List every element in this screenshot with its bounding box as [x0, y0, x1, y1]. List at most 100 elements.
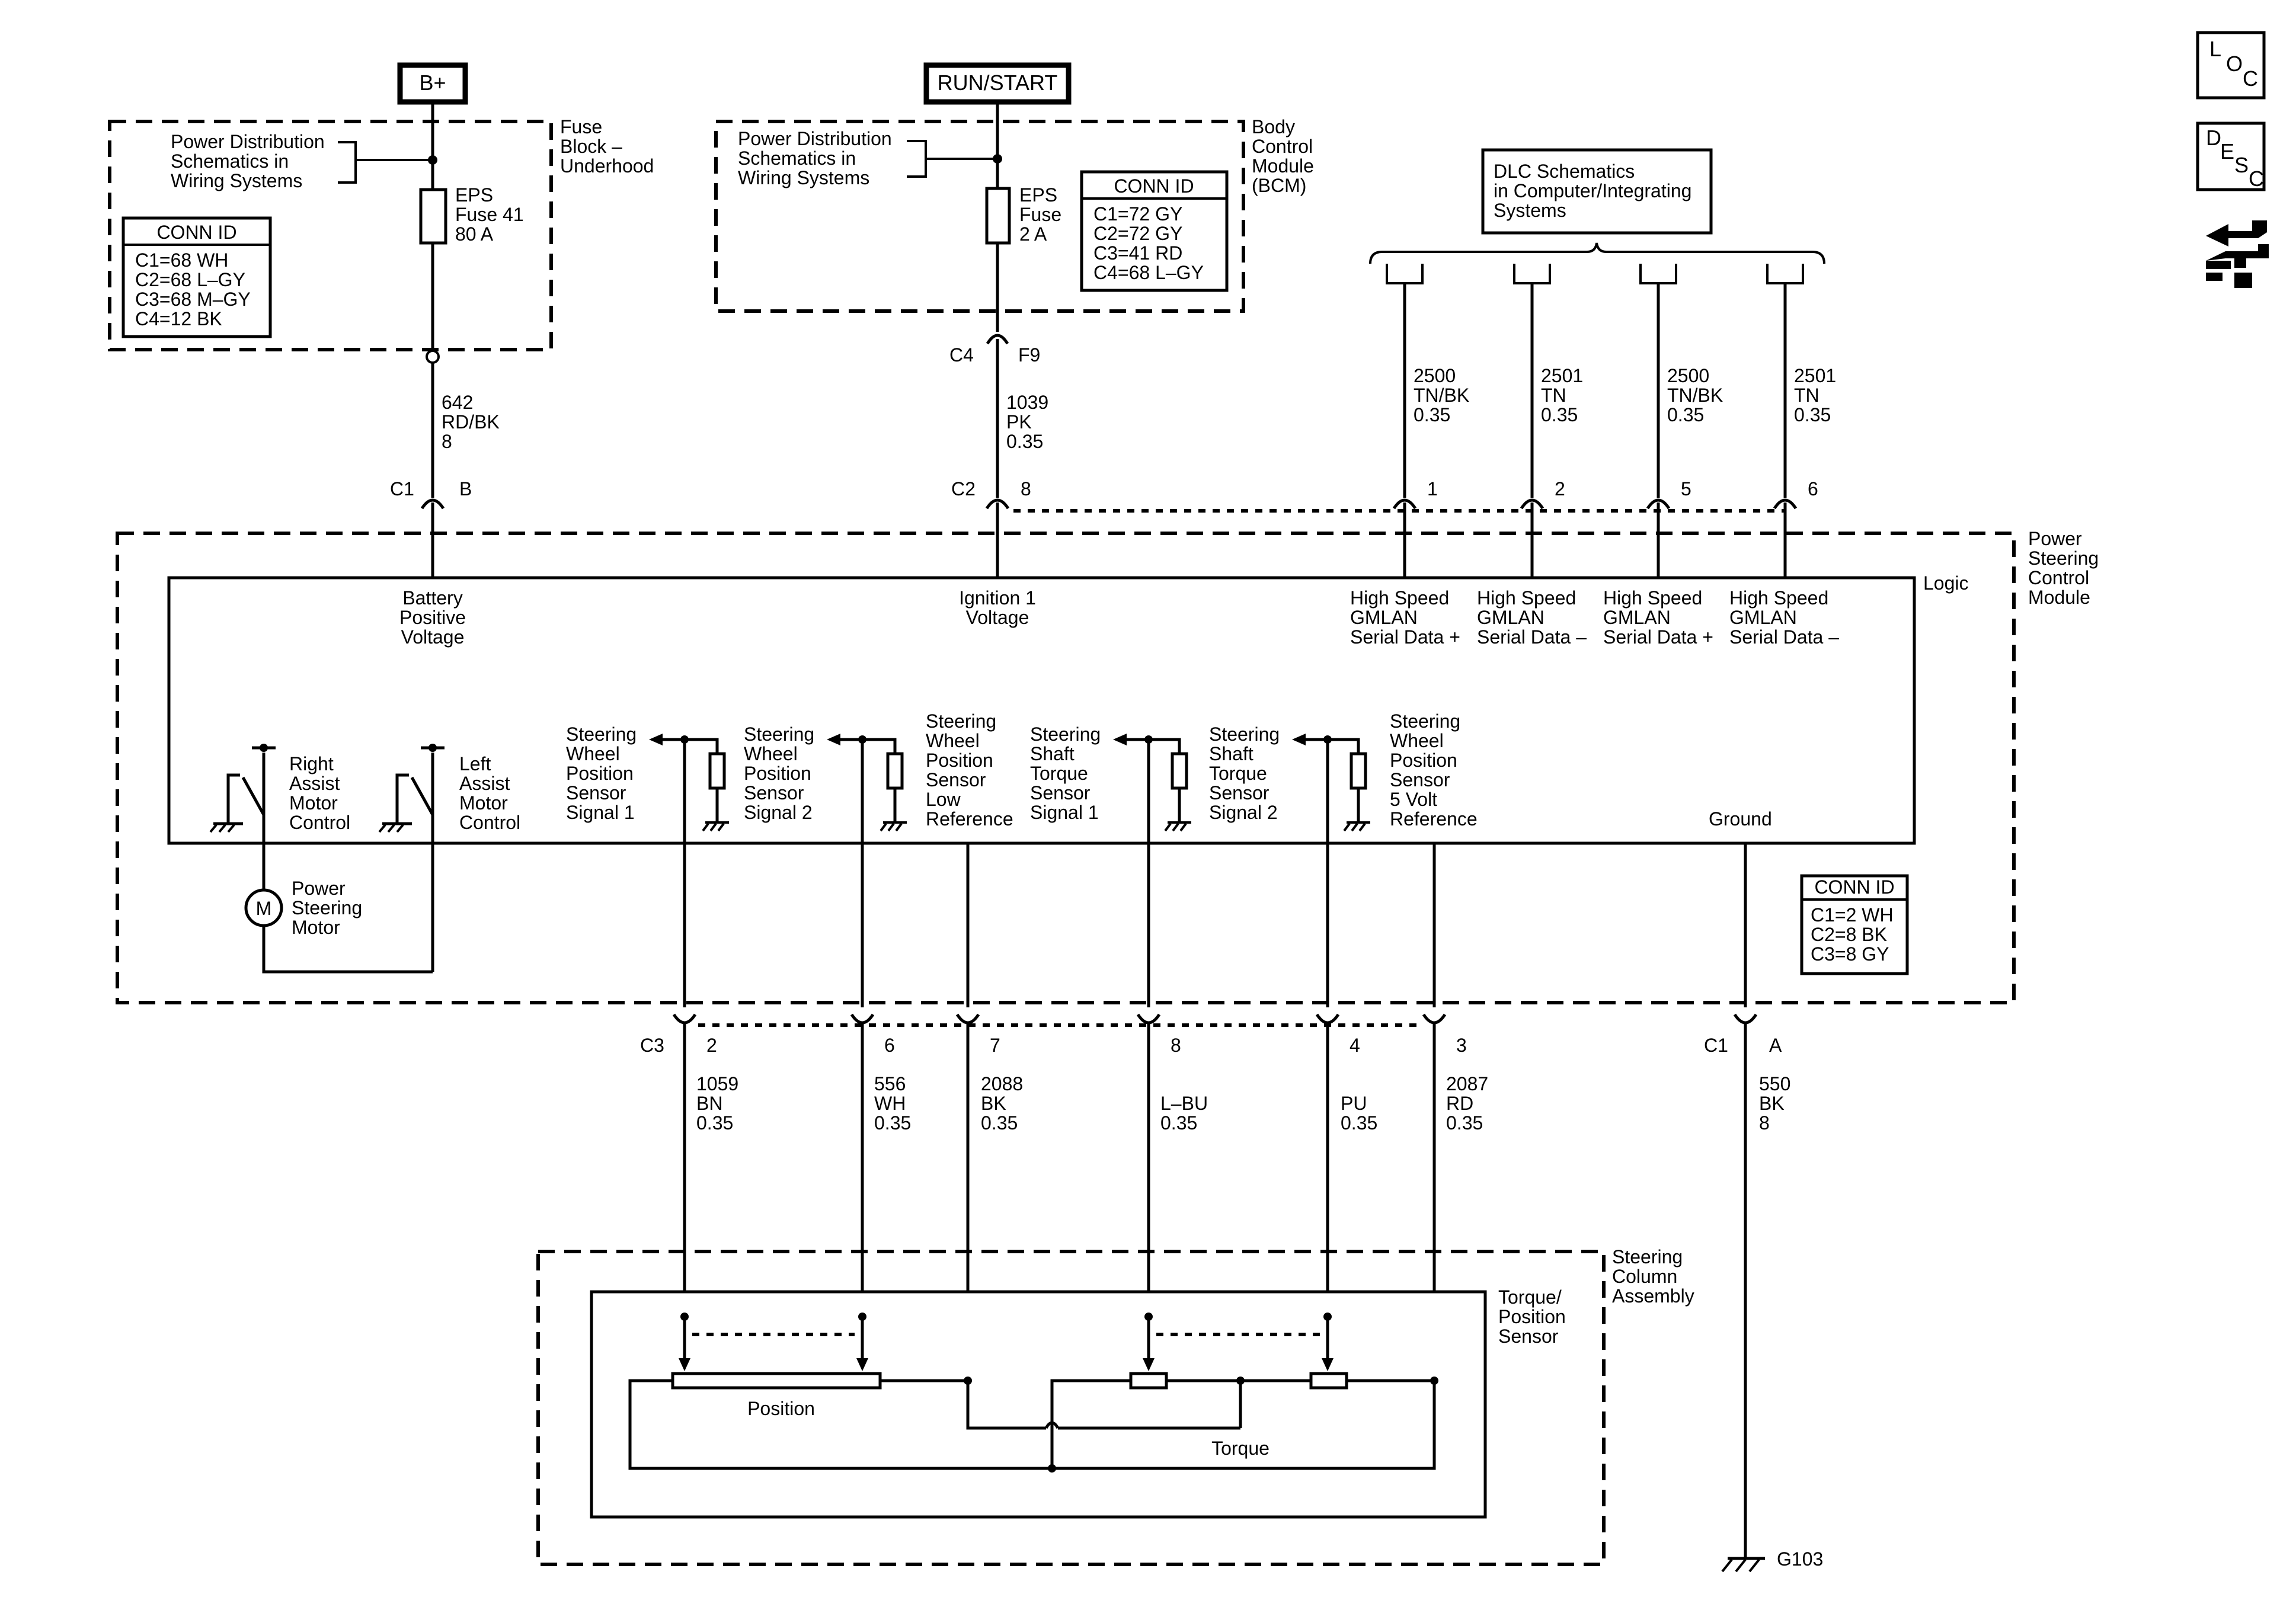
motor-label-1: Power [292, 878, 346, 899]
sensor5-l4: Sensor [1209, 782, 1269, 804]
sensor5-l2: Shaft [1209, 743, 1253, 764]
input-ignition-1: Ignition 1 [959, 587, 1036, 609]
wire-dlc5-pin: 5 [1681, 478, 1691, 500]
w550-circuit: 550 [1759, 1073, 1790, 1094]
fuse-block-conn-3: C3=68 M–GY [135, 289, 251, 310]
column-title-2: Column [1612, 1266, 1677, 1287]
pscm-ground-label: Ground [1709, 808, 1772, 830]
steering-column-assembly: Steering Column Assembly Torque/ Positio… [536, 1246, 1694, 1566]
c1-top-connector: C1 [390, 478, 414, 500]
loc-icon[interactable]: L O C [2196, 31, 2266, 100]
fuse-block-conn-2: C2=68 L–GY [135, 269, 245, 290]
sensor3-l4: Sensor [926, 769, 986, 790]
fuse-block-conn-4: C4=12 BK [135, 308, 222, 329]
bcm-conn-4: C4=68 L–GY [1093, 262, 1204, 283]
fuse41-label-2: Fuse 41 [455, 204, 524, 225]
position-label: Position [747, 1398, 815, 1419]
pscm-conn-3: C3=8 GY [1811, 943, 1889, 965]
sensor6-l4: Sensor [1390, 769, 1450, 790]
sensor6-l5: 5 Volt [1390, 789, 1437, 810]
wire-dlc2-circuit: 2501 [1541, 365, 1583, 386]
fuse-block-title-3: Underhood [560, 155, 654, 177]
column-title-1: Steering [1612, 1246, 1683, 1267]
sensor6-l3: Position [1390, 750, 1457, 771]
wire-dlc1-circuit: 2500 [1414, 365, 1456, 386]
wire-dlc5-size: 0.35 [1667, 404, 1704, 425]
bcm-title-3: Module [1252, 155, 1314, 177]
desc-letter-d: D [2206, 126, 2221, 150]
sensor1-l3: Position [566, 763, 634, 784]
bcm-fuse-label-2: Fuse [1019, 204, 1061, 225]
bottom-connectors [672, 1013, 1758, 1558]
w2087-color: RD [1446, 1093, 1473, 1114]
w1059-circuit: 1059 [696, 1073, 738, 1094]
sensor-signal2: Steering Wheel Position Sensor Signal 2 [744, 724, 907, 1007]
w2087-circuit: 2087 [1446, 1073, 1488, 1094]
fuse-block-pds-1: Power Distribution [171, 131, 325, 152]
ground-g103-icon [1721, 1557, 1765, 1573]
power-steering-motor-icon: M [244, 888, 433, 974]
pscm-title-4: Module [2028, 587, 2090, 608]
bcm-title-1: Body [1252, 116, 1295, 137]
bplus-text: B+ [419, 71, 446, 95]
dlc-text-3: Systems [1494, 200, 1566, 221]
wire-dlc6-circuit: 2501 [1794, 365, 1836, 386]
wlbu-color: L–BU [1160, 1093, 1208, 1114]
input-gmlan2-1: High Speed [1477, 587, 1576, 609]
fuse-block-conn-title: CONN ID [156, 222, 236, 243]
bcm-pds-3: Wiring Systems [738, 167, 869, 188]
motor-label-3: Motor [292, 917, 340, 938]
sensor6-l2: Wheel [1390, 730, 1444, 751]
c3-pin-7: 7 [990, 1035, 1000, 1056]
input-gmlan1-3: Serial Data + [1350, 626, 1460, 648]
sensor3-l6: Reference [926, 808, 1013, 830]
sensor3-l2: Wheel [926, 730, 980, 751]
c3-pin-2: 2 [706, 1035, 717, 1056]
sensor1-l4: Sensor [566, 782, 626, 804]
c3-connector: C3 [640, 1035, 664, 1056]
w1059-color: BN [696, 1093, 722, 1114]
fuse41-label-1: EPS [455, 184, 493, 206]
dlc-wires: 2500 TN/BK 0.35 1 2501 TN 0.35 2 2500 TN… [1386, 264, 1836, 578]
pscm-conn-title: CONN ID [1814, 876, 1894, 898]
c2-connector: C2 [951, 478, 976, 500]
wire-642-color: RD/BK [442, 411, 500, 433]
pscm-title-1: Power [2028, 528, 2082, 549]
pscm-logic-label: Logic [1923, 572, 1969, 594]
wire-1039-size: 0.35 [1006, 431, 1043, 452]
desc-icon[interactable]: D E S C [2196, 121, 2266, 191]
wire-dlc6-size: 0.35 [1794, 404, 1831, 425]
w2088-circuit: 2088 [981, 1073, 1023, 1094]
sensor2-l2: Wheel [744, 743, 798, 764]
c1-bottom-pin: A [1769, 1035, 1782, 1056]
loc-letter-l: L [2209, 37, 2221, 61]
right-motor-3: Motor [289, 792, 338, 814]
right-motor-4: Control [289, 812, 350, 833]
sensor-signal1: Steering Wheel Position Sensor Signal 1 [566, 724, 729, 1007]
sensor5-l1: Steering [1209, 724, 1280, 745]
connector-swap-icon[interactable] [2206, 220, 2269, 288]
wire-dlc1-color: TN/BK [1414, 385, 1469, 406]
input-gmlan2-2: GMLAN [1477, 607, 1544, 628]
wire-dlc6-pin: 6 [1808, 478, 1818, 500]
input-battery-2: Positive [399, 607, 466, 628]
dlc-block: DLC Schematics in Computer/Integrating S… [1369, 148, 1825, 264]
w556-size: 0.35 [874, 1112, 911, 1134]
fuse-block-pds-2: Schematics in [171, 151, 289, 172]
pscm-conn-2: C2=8 BK [1811, 924, 1887, 945]
ground-label: G103 [1777, 1548, 1823, 1570]
sensor3-l5: Low [926, 789, 961, 810]
wire-dlc6-color: TN [1794, 385, 1819, 406]
wire-dlc1-size: 0.35 [1414, 404, 1450, 425]
sensor3-l3: Position [926, 750, 993, 771]
wire-1039-color: PK [1006, 411, 1032, 433]
dlc-text-1: DLC Schematics [1494, 161, 1635, 182]
sensor4-l5: Signal 1 [1030, 802, 1099, 823]
desc-letter-e: E [2220, 139, 2234, 164]
w556-circuit: 556 [874, 1073, 906, 1094]
bcm-pds-1: Power Distribution [738, 128, 892, 149]
sensor1-l1: Steering [566, 724, 637, 745]
left-motor-2: Assist [459, 773, 510, 794]
bplus-label: B+ [397, 62, 468, 105]
sensor-low-ref: Steering Wheel Position Sensor Low Refer… [926, 710, 1013, 1007]
